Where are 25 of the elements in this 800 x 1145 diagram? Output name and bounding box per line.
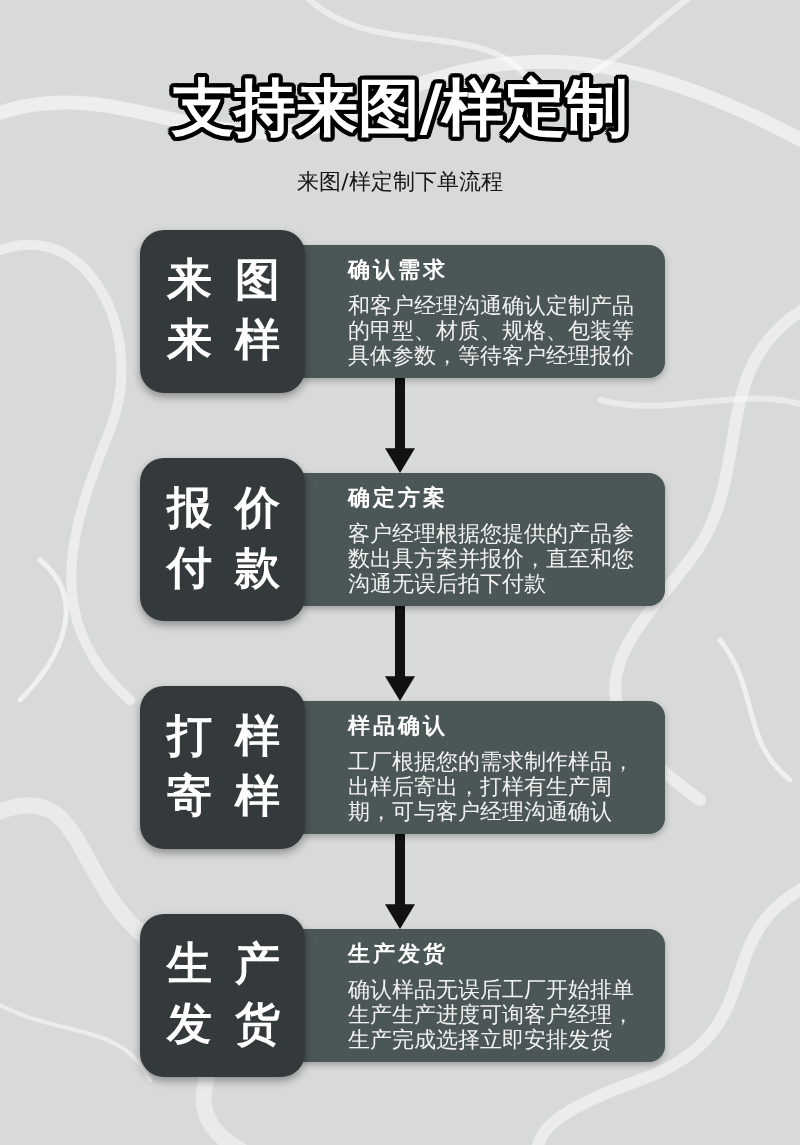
arrow [385, 378, 415, 473]
step-panel [303, 245, 665, 378]
step-panel [303, 473, 665, 606]
step-label: 打样寄样 [167, 708, 304, 824]
step-label: 生产发货 [167, 936, 304, 1052]
step-panel [303, 701, 665, 834]
step-tile [140, 914, 305, 1077]
step-description: 确认样品无误后工厂开始排单生产生产进度可询客户经理，生产完成选择立即安排发货 [348, 977, 635, 1052]
step-description: 工厂根据您的需求制作样品，出样后寄出，打样有生产周期，可与客户经理沟通确认 [348, 749, 635, 824]
step-heading: 样品确认 [348, 713, 448, 739]
step-description: 客户经理根据您提供的产品参数出具方案并报价，直至和您沟通无误后拍下付款 [348, 521, 635, 596]
step-tile [140, 686, 305, 849]
step-description: 和客户经理沟通确认定制产品的甲型、材质、规格、包装等具体参数，等待客户经理报价 [348, 293, 635, 368]
arrow [385, 834, 415, 929]
step-heading: 生产发货 [348, 941, 448, 967]
step-label: 报价付款 [167, 480, 304, 596]
step-heading: 确定方案 [348, 485, 448, 511]
arrow [385, 606, 415, 701]
step-label: 来图来样 [167, 252, 304, 368]
page-title: 支持来图/样定制 [171, 74, 629, 143]
step-tile [140, 458, 305, 621]
subtitle: 来图/样定制下单流程 [297, 168, 503, 196]
step-tile [140, 230, 305, 393]
step-panel [303, 929, 665, 1062]
step-heading: 确认需求 [348, 257, 448, 283]
